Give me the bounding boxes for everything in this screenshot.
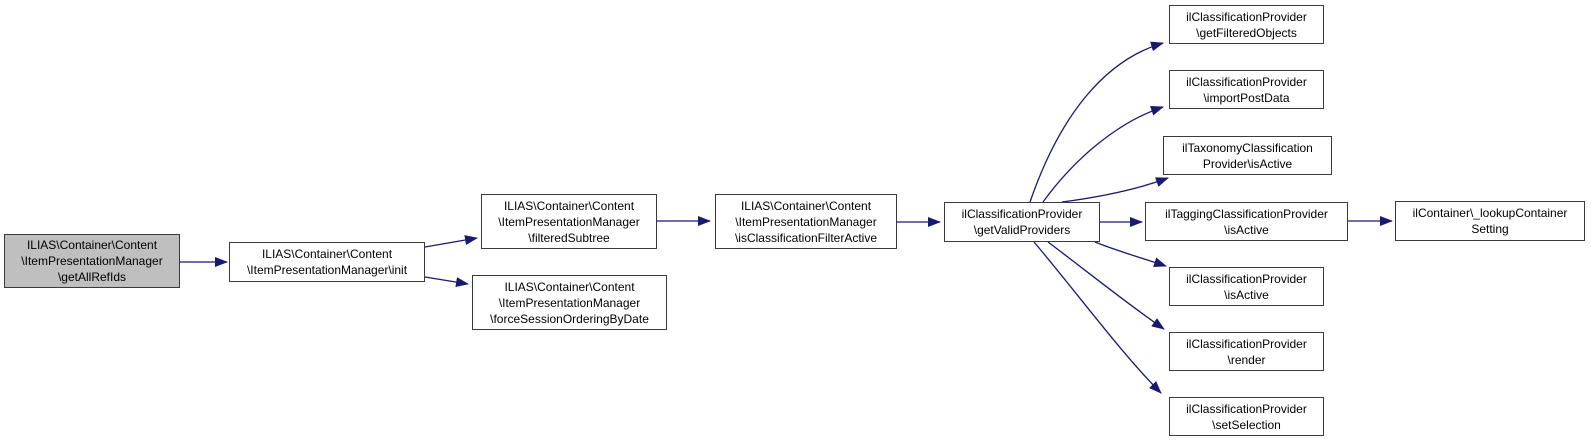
node-setSelection-label: ilClassificationProvider \setSelection	[1186, 401, 1307, 432]
node-classificationIsActive-label: ilClassificationProvider \isActive	[1186, 271, 1307, 302]
edge-getValidProviders-to-classificationIsActive	[1094, 241, 1167, 267]
node-taxonomyIsActive[interactable]: ilTaxonomyClassification Provider\isActi…	[1163, 136, 1332, 175]
node-taxonomyIsActive-label: ilTaxonomyClassification Provider\isActi…	[1182, 140, 1313, 171]
node-getFilteredObjects[interactable]: ilClassificationProvider \getFilteredObj…	[1169, 5, 1324, 44]
edge-init-to-forceSessionOrderingByDate	[424, 276, 469, 288]
node-init[interactable]: ILIAS\Container\Content \ItemPresentatio…	[229, 242, 425, 282]
node-isClassificationFilterActive-label: ILIAS\Container\Content \ItemPresentatio…	[734, 198, 878, 245]
node-taggingIsActive-label: ilTaggingClassificationProvider \isActiv…	[1165, 206, 1328, 237]
node-classificationIsActive[interactable]: ilClassificationProvider \isActive	[1169, 267, 1324, 306]
node-getAllRefIds-label: ILIAS\Container\Content \ItemPresentatio…	[21, 238, 163, 284]
node-lookupContainerSetting-label: ilContainer\_lookupContainer Setting	[1412, 206, 1568, 236]
node-forceSessionOrderingByDate[interactable]: ILIAS\Container\Content \ItemPresentatio…	[472, 275, 667, 330]
node-forceSessionOrderingByDate-label: ILIAS\Container\Content \ItemPresentatio…	[490, 279, 649, 326]
node-render-label: ilClassificationProvider \render	[1186, 336, 1307, 367]
edge-getValidProviders-to-importPostData	[1042, 106, 1164, 203]
node-getAllRefIds[interactable]: ILIAS\Container\Content \ItemPresentatio…	[4, 234, 180, 288]
node-getValidProviders[interactable]: ilClassificationProvider \getValidProvid…	[944, 202, 1100, 242]
node-isClassificationFilterActive[interactable]: ILIAS\Container\Content \ItemPresentatio…	[715, 194, 897, 249]
edge-getValidProviders-to-render	[1047, 241, 1165, 330]
edge-getValidProviders-to-taxonomyIsActive	[1061, 177, 1169, 203]
node-init-label: ILIAS\Container\Content \ItemPresentatio…	[246, 247, 408, 277]
node-getFilteredObjects-label: ilClassificationProvider \getFilteredObj…	[1186, 9, 1307, 40]
node-render[interactable]: ilClassificationProvider \render	[1169, 332, 1324, 371]
node-filteredSubtree-label: ILIAS\Container\Content \ItemPresentatio…	[498, 198, 640, 245]
edge-getValidProviders-to-setSelection	[1033, 241, 1162, 394]
node-importPostData-label: ilClassificationProvider \importPostData	[1186, 74, 1307, 105]
node-taggingIsActive[interactable]: ilTaggingClassificationProvider \isActiv…	[1145, 202, 1348, 241]
node-lookupContainerSetting[interactable]: ilContainer\_lookupContainer Setting	[1395, 201, 1585, 241]
node-filteredSubtree[interactable]: ILIAS\Container\Content \ItemPresentatio…	[481, 194, 657, 249]
node-importPostData[interactable]: ilClassificationProvider \importPostData	[1169, 70, 1324, 109]
node-setSelection[interactable]: ilClassificationProvider \setSelection	[1169, 397, 1324, 436]
node-getValidProviders-label: ilClassificationProvider \getValidProvid…	[961, 207, 1083, 237]
edge-init-to-filteredSubtree	[424, 235, 478, 248]
edge-getValidProviders-to-getFilteredObjects	[1029, 41, 1164, 203]
